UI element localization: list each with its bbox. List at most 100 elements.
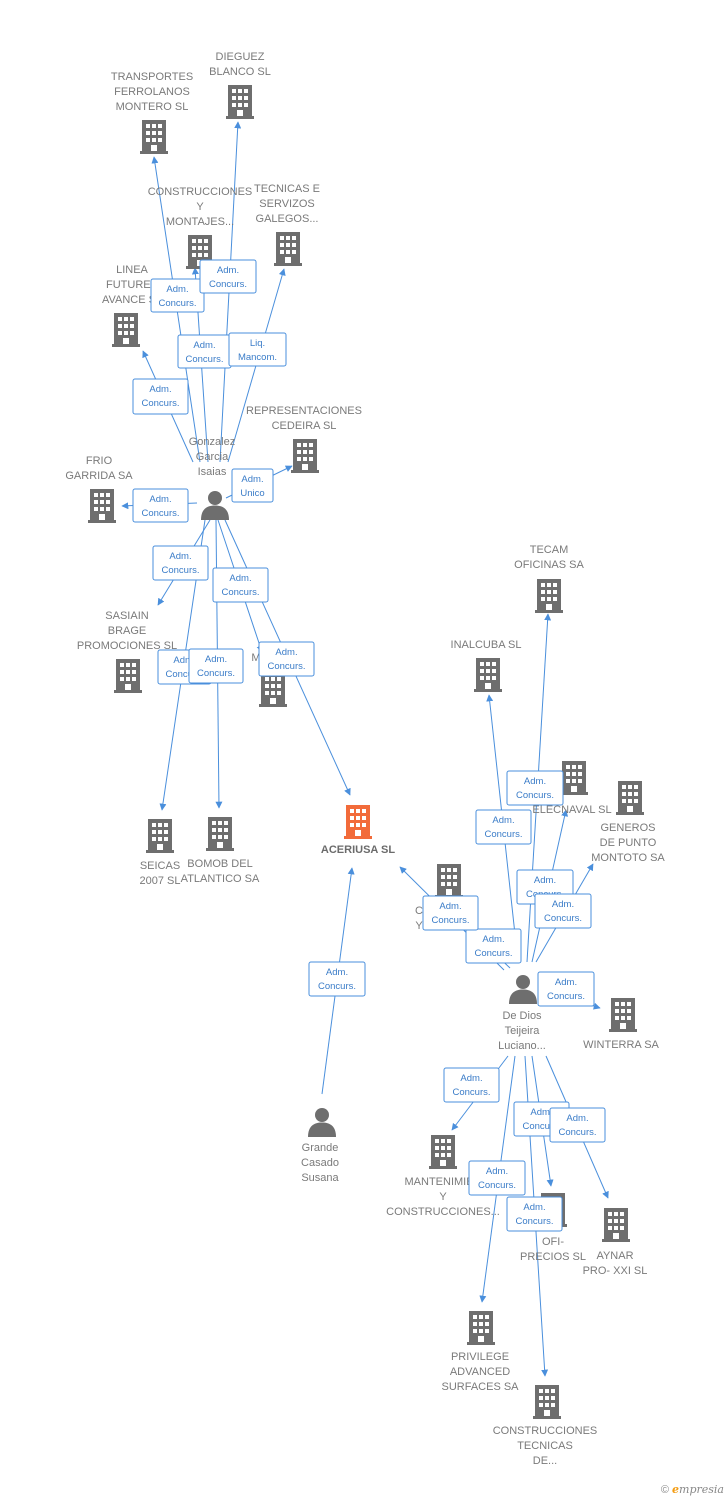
node-label: SEICAS (140, 860, 180, 872)
company-node-aceriusa[interactable]: ACERIUSA SL (321, 805, 395, 856)
node-label: CEDEIRA SL (272, 420, 337, 432)
role-label: Adm. (229, 573, 251, 584)
node-label: De Dios (502, 1010, 542, 1022)
node-label: LINEA (116, 264, 148, 276)
role-label: Concurs. (209, 279, 247, 290)
company-node-construcciones-montajes[interactable]: CONSTRUCCIONESYMONTAJES... (148, 186, 253, 269)
role-badge-box (549, 1107, 606, 1143)
node-label: PROMOCIONES SL (77, 640, 177, 652)
role-badge-de-dios-aynar[interactable]: Adm.Concurs. (549, 1107, 606, 1143)
role-badge-box (443, 1067, 500, 1103)
role-badge-box (258, 641, 315, 677)
role-label: Concurs. (158, 298, 196, 309)
role-badge-de-dios-winterra[interactable]: Adm.Concurs. (537, 971, 595, 1007)
company-node-mantenimientos[interactable]: MANTENIMIENYCONSTRUCCIONES... (386, 1135, 500, 1218)
role-label: Concurs. (318, 981, 356, 992)
role-label: Concurs. (547, 991, 585, 1002)
role-badge-grande-aceriusa[interactable]: Adm. Concurs. (308, 961, 366, 997)
node-label: ELECNAVAL SL (532, 804, 611, 816)
role-badge-de-dios-privilege[interactable]: Adm.Concurs. (468, 1160, 526, 1196)
role-badge-gonzalez-representaciones[interactable]: Adm.Unico (231, 468, 274, 503)
node-label: BOMOB DEL (187, 858, 252, 870)
role-badge-gonzalez-m-company[interactable]: Adm.Concurs. (212, 567, 269, 603)
role-badge-box (465, 928, 522, 964)
role-badge-box (228, 332, 287, 367)
company-node-tecnicas-servizos[interactable]: TECNICAS ESERVIZOSGALEGOS... (254, 183, 320, 266)
role-badge-gonzalez-aceriusa[interactable]: Adm.Concurs. (258, 641, 315, 677)
node-label: TRANSPORTES (111, 71, 193, 83)
role-badge-de-dios-construcciones-tecnicas[interactable]: Adm.Concurs. (506, 1196, 563, 1232)
company-node-winterra[interactable]: WINTERRA SA (583, 998, 660, 1051)
role-label: Mancom. (238, 352, 277, 363)
building-icon (88, 489, 116, 523)
company-node-construcciones-tecnicas[interactable]: CONSTRUCCIONESTECNICASDE... (493, 1385, 598, 1467)
node-label: CONSTRUCCIONES (148, 186, 253, 198)
building-icon (112, 313, 140, 347)
node-label: FRIO (86, 455, 113, 467)
role-badge-de-dios-mantenimientos[interactable]: Adm.Concurs. (443, 1067, 500, 1103)
empresia-logo[interactable]: empresia (672, 1483, 724, 1496)
company-node-inalcuba[interactable]: INALCUBA SL (451, 639, 522, 692)
role-badge-de-dios-tecam[interactable]: Adm.Concurs. (506, 770, 564, 806)
role-label: Adm. (326, 967, 348, 978)
role-badge-box (199, 259, 257, 294)
role-badge-de-dios-aceriusa[interactable]: Adm.Concurs. (465, 928, 522, 964)
role-label: Adm. (530, 1107, 552, 1118)
role-label: Concurs. (141, 508, 179, 519)
person-node-de-dios[interactable]: De DiosTeijeiraLuciano... (498, 975, 546, 1052)
role-label: Adm. (460, 1073, 482, 1084)
role-badge-gonzalez-linea-futurex[interactable]: Adm.Concurs. (132, 378, 189, 415)
role-label: Adm. (524, 776, 546, 787)
node-label: Isaias (198, 466, 227, 478)
node-label: OFICINAS SA (514, 559, 584, 571)
company-node-m-company[interactable]: M (251, 652, 287, 707)
role-badge-gonzalez-construcciones-montajes[interactable]: Adm.Concurs. (177, 334, 232, 369)
company-node-c-company[interactable]: CY (415, 864, 463, 932)
node-label: Y (196, 201, 204, 213)
role-badge-de-dios-c-company[interactable]: Adm.Concurs. (422, 895, 479, 931)
node-label: TECNICAS (517, 1440, 573, 1452)
building-icon (560, 761, 588, 795)
role-badge-box (422, 895, 479, 931)
role-label: Concurs. (165, 669, 203, 680)
role-label: Concurs. (431, 915, 469, 926)
role-badge-gonzalez-dieguez[interactable]: Adm.Concurs. (199, 259, 257, 294)
company-node-ofi-precios[interactable]: OFI-PRECIOS SL (520, 1193, 586, 1263)
building-icon (467, 1311, 495, 1345)
role-badge-gonzalez-bomob[interactable]: Adm.Concurs. (188, 648, 244, 684)
role-badge-gonzalez-transportes[interactable]: Adm.Concurs. (150, 278, 205, 313)
building-icon (146, 819, 174, 853)
node-label: Y (439, 1191, 447, 1203)
role-badge-gonzalez-tecnicas-servizos[interactable]: Liq.Mancom. (228, 332, 287, 367)
role-badge-gonzalez-frio-garrida[interactable]: Adm.Concurs. (132, 488, 189, 523)
role-badge-de-dios-generos[interactable]: Adm.Concurs. (534, 893, 592, 929)
role-label: Concurs. (558, 1127, 596, 1138)
role-label: Concurs. (544, 913, 582, 924)
node-label: GALEGOS... (256, 213, 319, 225)
role-badge-gonzalez-sasiain[interactable]: Adm.Concurs. (152, 545, 209, 581)
company-node-elecnaval[interactable]: ELECNAVAL SL (532, 761, 612, 816)
building-icon (259, 673, 287, 707)
node-label: SASIAIN (105, 610, 148, 622)
role-badge-de-dios-inalcuba[interactable]: Adm.Concurs. (475, 809, 532, 845)
node-label: WINTERRA SA (583, 1039, 659, 1051)
node-label: DE PUNTO (600, 837, 657, 849)
role-label: Concurs. (522, 1121, 560, 1132)
node-label: PRIVILEGE (451, 1351, 509, 1363)
person-icon (308, 1108, 336, 1137)
